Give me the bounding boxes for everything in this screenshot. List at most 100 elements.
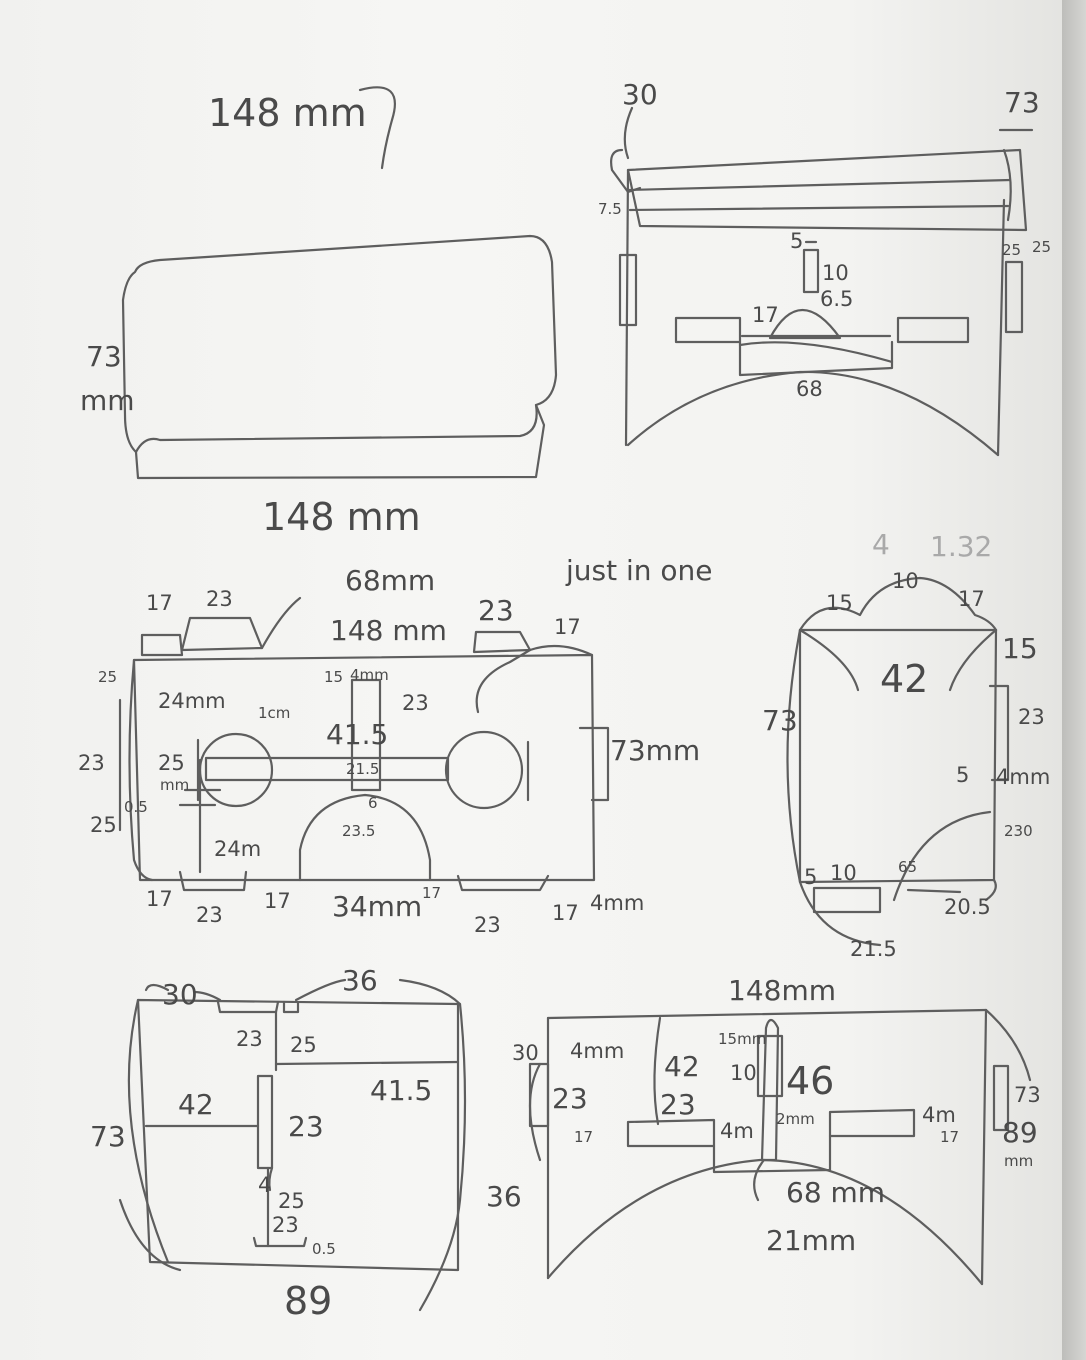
sketch5-mid-25: 25 xyxy=(278,1189,305,1213)
sketch4-outline xyxy=(786,576,1010,947)
sketch3-tab-23-right: 23 xyxy=(478,594,514,627)
sketch3-bot-17a: 17 xyxy=(146,887,173,911)
sketch3-left-25: 25 xyxy=(98,668,117,686)
sketch6-center-15: 15mm xyxy=(718,1030,766,1048)
sketch2-center-65: 6.5 xyxy=(820,287,853,311)
sketch2-center-10: 10 xyxy=(822,261,849,285)
sketch3-outline xyxy=(118,596,610,892)
sketch4-left-73: 73 xyxy=(762,704,798,737)
sketch6-left-4mm: 4mm xyxy=(570,1039,624,1063)
sketch4-bot-205: 20.5 xyxy=(944,895,991,919)
sketch3-left-05: 0.5 xyxy=(124,798,148,816)
sketch4-bot-10: 10 xyxy=(830,861,857,885)
sketch5-mid-23: 23 xyxy=(288,1110,324,1143)
sketch2-right-dim-a: 25 xyxy=(1002,241,1021,259)
sketch6-left-30: 30 xyxy=(512,1041,539,1065)
sketch6-right-73: 73 xyxy=(1014,1083,1041,1107)
sketch6-left-17: 17 xyxy=(574,1128,593,1146)
sketch1-title-flourish xyxy=(358,86,397,170)
sketch3-left-mm: mm xyxy=(160,776,189,794)
sketch4-right-4mm: 4mm xyxy=(996,765,1050,789)
sketch3-center-1cm: 1cm xyxy=(258,704,290,722)
sketch1-bottom-label: 148 mm xyxy=(262,495,421,539)
paper-sheet xyxy=(0,0,1062,1360)
sketch2-left-small-dim: 7.5 xyxy=(598,200,622,218)
sketch3-bot-17d: 17 xyxy=(552,901,579,925)
sketch6-bottom-68: 68 mm xyxy=(786,1176,885,1209)
sketch3-tab-23-left: 23 xyxy=(206,587,233,611)
sketch2-right-dim-b: 25 xyxy=(1032,238,1051,256)
sketch5-bot-23: 23 xyxy=(272,1213,299,1237)
sketch-box-outline xyxy=(121,234,558,480)
sketch3-bot-4mm: 4mm xyxy=(590,891,644,915)
sketch5-inner-25: 25 xyxy=(290,1033,317,1057)
sketch3-bot-17c: 17 xyxy=(422,884,441,902)
sketch5-left-73: 73 xyxy=(90,1120,126,1153)
sketch1-height-label: 73 xyxy=(86,340,122,373)
sketch5-mid-4: 4 xyxy=(258,1173,271,1197)
sketch3-left-25b: 25 xyxy=(158,751,185,775)
sketch6-right-17: 17 xyxy=(940,1128,959,1146)
sketch2-leader-30 xyxy=(623,106,634,160)
sketch4-faint-b: 1.32 xyxy=(930,530,992,563)
sketch5-outline xyxy=(118,978,467,1312)
sketch6-center-2mm: 2mm xyxy=(776,1110,815,1128)
sketch6-left-23b: 23 xyxy=(660,1088,696,1121)
sketch6-outline xyxy=(528,1008,1032,1286)
sketch2-center-17: 17 xyxy=(752,303,779,327)
sketch3-center-6: 6 xyxy=(368,794,378,812)
sketch6-right-mm: mm xyxy=(1004,1152,1033,1170)
sketch4-top-15: 15 xyxy=(826,591,853,615)
sketch6-center-10: 10 xyxy=(730,1061,757,1085)
sketch2-center-5: 5 xyxy=(790,229,803,253)
sketch3-tab-17-left: 17 xyxy=(146,591,173,615)
sketch4-top-17: 17 xyxy=(958,587,985,611)
sketch4-bot-215: 21.5 xyxy=(850,937,897,961)
sketch3-left-25c: 25 xyxy=(90,813,117,837)
sketch5-right-415: 41.5 xyxy=(370,1074,432,1107)
sketch3-tab-17-right: 17 xyxy=(554,615,581,639)
sketch3-left-24: 24mm xyxy=(158,689,226,713)
sketch3-center-215: 21.5 xyxy=(346,760,379,778)
sketch6-left-36: 36 xyxy=(486,1180,522,1213)
sketch6-bottom-21: 21mm xyxy=(766,1224,856,1257)
sketch6-left-23: 23 xyxy=(552,1082,588,1115)
sketch6-center-46: 46 xyxy=(786,1059,834,1103)
sketch5-top-36: 36 xyxy=(342,964,378,997)
sketch3-center-415: 41.5 xyxy=(326,718,388,751)
sketch4-bot-65: 65 xyxy=(898,858,917,876)
sketch3-top-148: 148 mm xyxy=(330,614,447,647)
sketch3-note: just in one xyxy=(565,554,713,587)
paper-edge xyxy=(1062,0,1086,1360)
sketch5-top-30: 30 xyxy=(162,978,198,1011)
sketch6-left-42: 42 xyxy=(664,1050,700,1083)
sketch3-bot-23a: 23 xyxy=(196,903,223,927)
sketch6-top-148: 148mm xyxy=(728,974,836,1007)
sketch2-outline xyxy=(610,128,1034,457)
sketch5-left-42: 42 xyxy=(178,1088,214,1121)
sketch3-bot-23b: 23 xyxy=(474,913,501,937)
sketch4-right-23: 23 xyxy=(1018,705,1045,729)
sketch2-top-left-dim: 30 xyxy=(622,78,658,111)
sketch4-right-15: 15 xyxy=(1002,632,1038,665)
sketch6-right-89: 89 xyxy=(1002,1116,1038,1149)
sketch4-faint-a: 4 xyxy=(872,528,890,561)
sketch4-center-42: 42 xyxy=(880,657,928,701)
sketch3-center-15: 15 xyxy=(324,668,343,686)
sketch3-center-4mm: 4mm xyxy=(350,666,389,684)
sketch4-right-230: 230 xyxy=(1004,822,1033,840)
sketch2-bottom-68: 68 xyxy=(796,377,823,401)
sketch3-center-235: 23.5 xyxy=(342,822,375,840)
sketch3-right-73: 73mm xyxy=(610,734,700,767)
sketch4-right-5: 5 xyxy=(956,763,969,787)
sketch1-title: 148 mm xyxy=(208,91,367,135)
sketch1-height-unit: mm xyxy=(80,384,135,417)
sketch3-top-68: 68mm xyxy=(345,564,435,597)
sketch2-top-right-dim: 73 xyxy=(1004,86,1040,119)
sketch5-bot-05: 0.5 xyxy=(312,1240,336,1258)
sketch6-center-4m: 4m xyxy=(720,1119,754,1143)
sketch5-inner-23: 23 xyxy=(236,1027,263,1051)
sketch3-center-23: 23 xyxy=(402,691,429,715)
sketch6-right-4m: 4m xyxy=(922,1103,956,1127)
